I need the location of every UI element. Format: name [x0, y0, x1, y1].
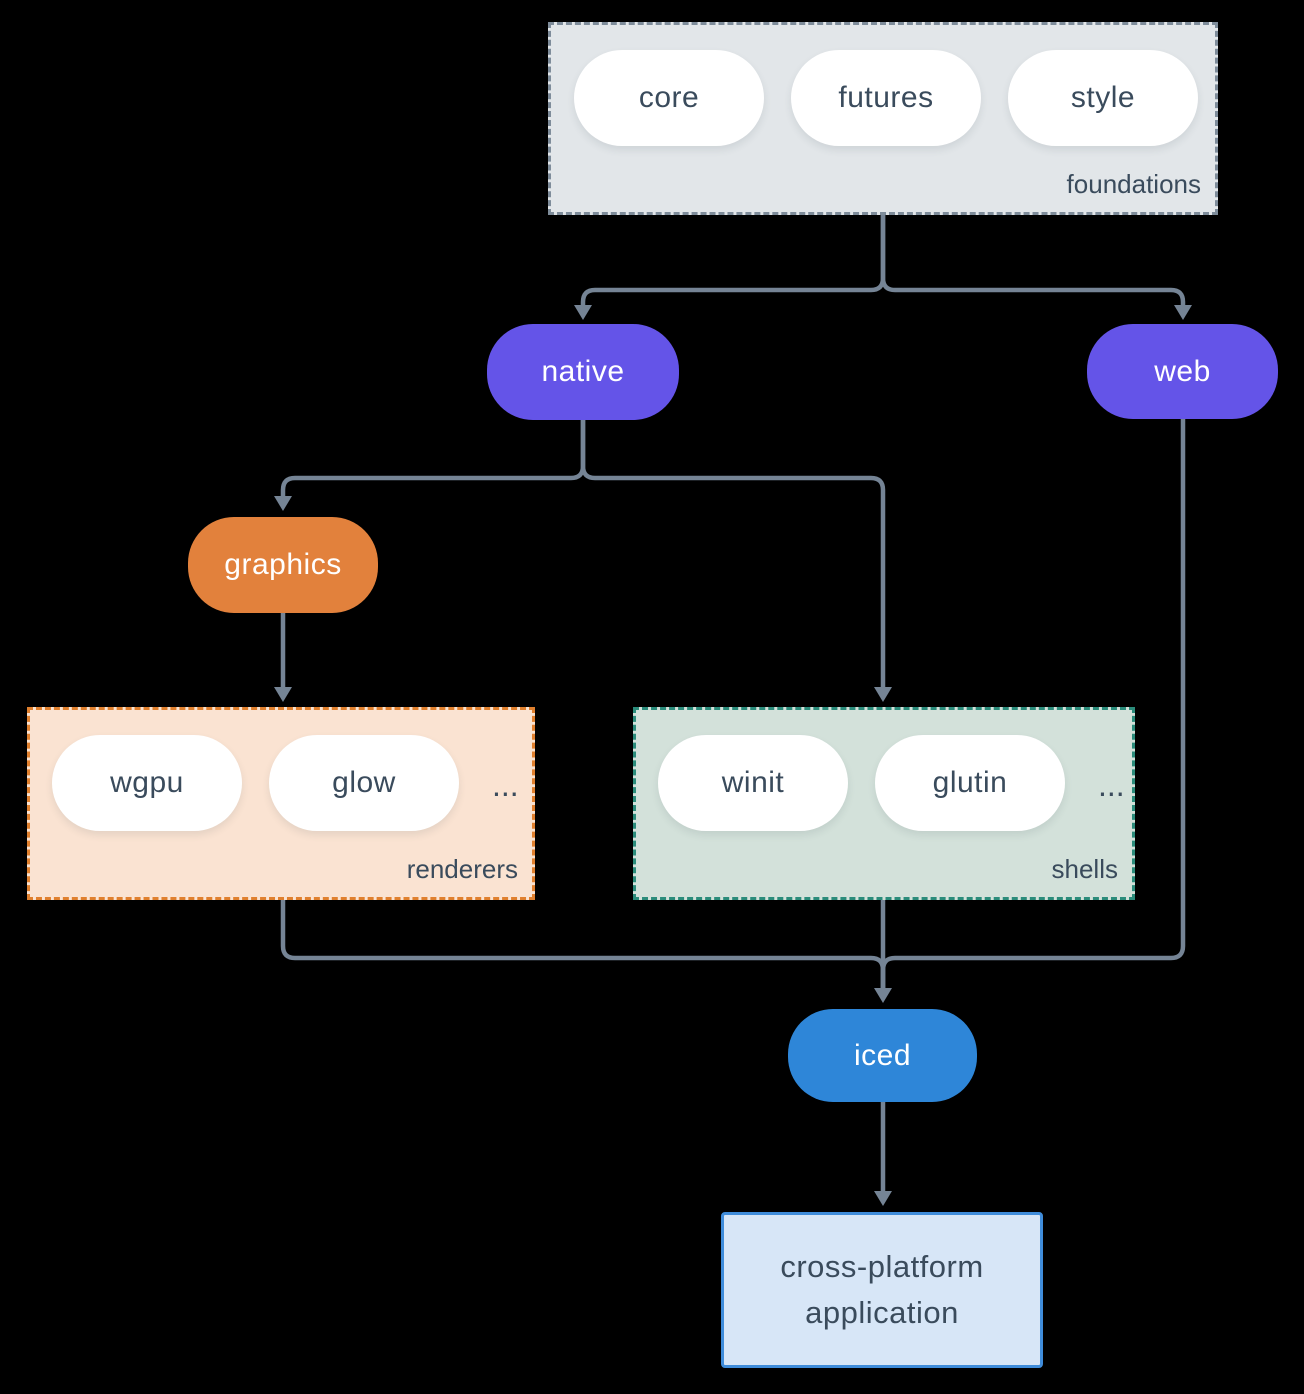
- arrowhead-shells: [874, 687, 892, 702]
- renderers-pill-row: wgpu glow ...: [30, 710, 532, 831]
- node-style: style: [1008, 50, 1198, 146]
- arrowhead-graphics: [274, 496, 292, 511]
- edge-foundations-web: [880, 215, 1186, 306]
- node-native: native: [487, 324, 679, 420]
- group-renderers: wgpu glow ... renderers: [27, 707, 535, 900]
- edge-foundations-native: [580, 215, 886, 306]
- node-cross-platform-application: cross-platform application: [721, 1212, 1043, 1368]
- node-core: core: [574, 50, 764, 146]
- edge-web-iced: [880, 419, 1186, 988]
- group-label-shells: shells: [1051, 854, 1118, 884]
- edge-native-graphics: [280, 420, 586, 497]
- shells-pill-row: winit glutin ...: [636, 710, 1132, 831]
- foundations-pill-row: core futures style: [551, 25, 1215, 146]
- node-glow: glow: [269, 735, 459, 831]
- edge-native-shells: [580, 420, 886, 687]
- arrowhead-iced: [874, 988, 892, 1003]
- node-graphics: graphics: [188, 517, 378, 613]
- node-web: web: [1087, 324, 1278, 419]
- edge-renderers-iced: [280, 900, 886, 988]
- shells-ellipsis: ...: [1098, 766, 1125, 803]
- group-foundations: core futures style foundations: [548, 22, 1218, 215]
- renderers-ellipsis: ...: [492, 766, 519, 803]
- arrowhead-app: [874, 1191, 892, 1206]
- node-wgpu: wgpu: [52, 735, 242, 831]
- group-label-renderers: renderers: [406, 854, 518, 884]
- arrowhead-web: [1174, 305, 1192, 320]
- group-shells: winit glutin ... shells: [633, 707, 1135, 900]
- group-label-foundations: foundations: [1066, 169, 1201, 199]
- arrowhead-renderers: [274, 687, 292, 702]
- arrowhead-native: [574, 305, 592, 320]
- node-futures: futures: [791, 50, 981, 146]
- node-glutin: glutin: [875, 735, 1065, 831]
- node-iced: iced: [788, 1009, 977, 1102]
- node-winit: winit: [658, 735, 848, 831]
